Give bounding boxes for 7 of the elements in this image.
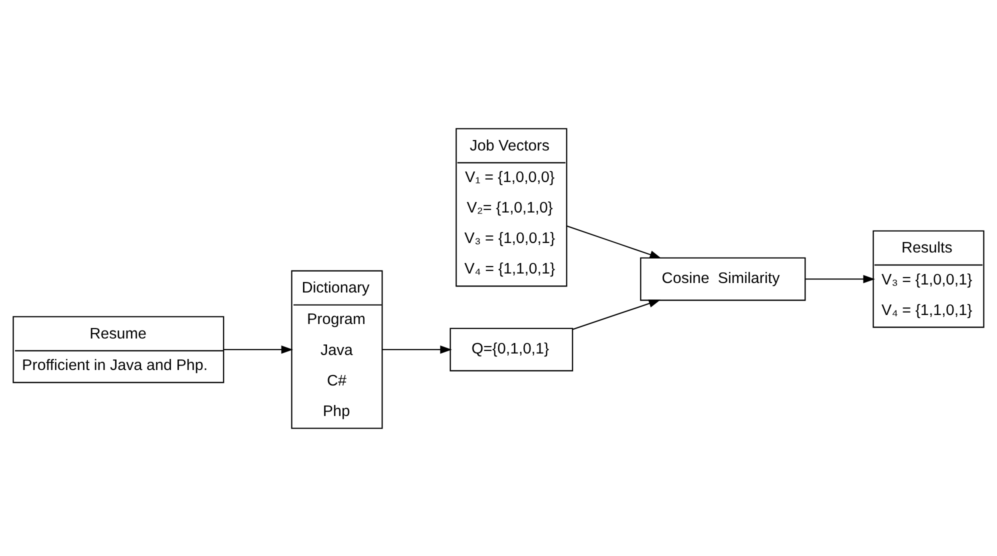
arrow bbox=[224, 344, 294, 354]
node-box: Q={0,1,0,1} bbox=[450, 327, 574, 371]
arrow bbox=[572, 299, 661, 330]
arrow bbox=[806, 274, 876, 283]
arrow bbox=[382, 344, 452, 354]
arrow bbox=[566, 225, 662, 258]
node-box: Cosine Similarity bbox=[640, 256, 806, 300]
